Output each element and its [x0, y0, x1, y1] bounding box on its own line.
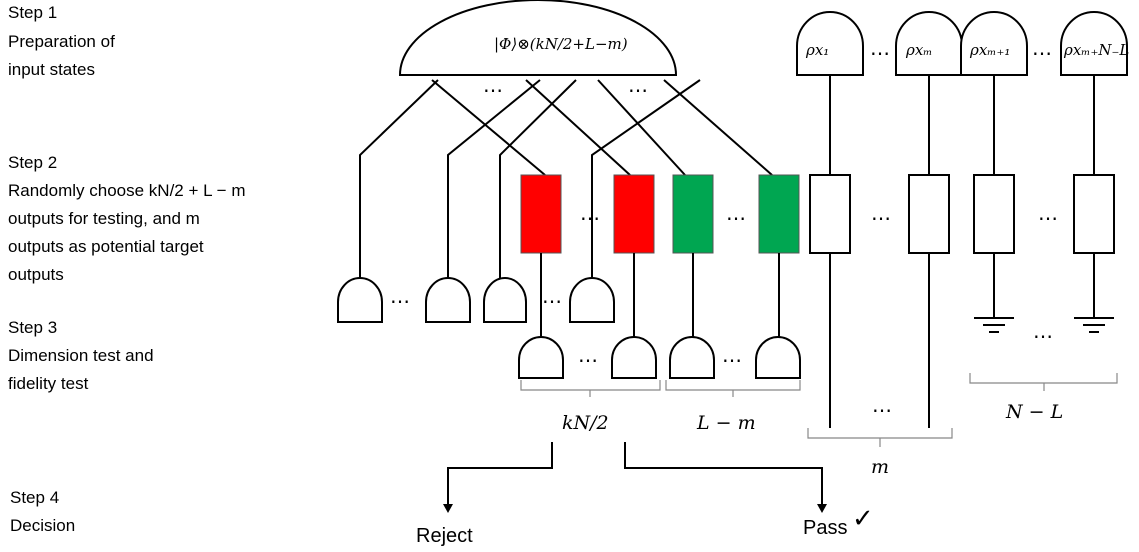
step-1-label: Step 1 Preparation of input states — [8, 3, 115, 79]
step-3-title: Step 3 — [8, 318, 57, 337]
ellipsis-test-right: … — [722, 343, 742, 367]
white-box-3 — [973, 174, 1015, 254]
pass-arrow — [624, 442, 827, 513]
ellipsis-source-right: … — [628, 73, 648, 97]
source-wires — [359, 79, 773, 280]
red-test-box-1 — [520, 174, 562, 254]
brace-label-nl: N − L — [1005, 401, 1063, 423]
rho-dome-3 — [960, 11, 1028, 76]
ellipsis-white-left: … — [871, 201, 891, 225]
brace-nl — [969, 373, 1118, 391]
ellipsis-discard-left: … — [390, 284, 410, 308]
brace-m — [807, 428, 953, 447]
rho-dome-4 — [1060, 11, 1128, 76]
ellipsis-source-left: … — [483, 73, 503, 97]
ellipsis-rho-right: … — [1032, 36, 1052, 60]
discard-meter-2 — [425, 277, 471, 323]
rho-dome-1 — [796, 11, 864, 76]
brace-lm — [665, 380, 801, 397]
rho-label-2: ρxₘ — [905, 41, 932, 59]
step-2-line-4: outputs — [8, 265, 64, 284]
ellipsis-discard-right: … — [542, 284, 562, 308]
rho-label-3: ρxₘ₊₁ — [969, 41, 1010, 59]
ellipsis-rho-left: … — [870, 36, 890, 60]
rho-label-1: ρx₁ — [805, 41, 829, 59]
source-label: |Φ⟩⊗(kN/2+L−m) — [494, 35, 628, 53]
step-2-line-1: Randomly choose kN/2 + L − m — [8, 181, 246, 200]
step-2-label: Step 2 Randomly choose kN/2 + L − m outp… — [8, 153, 246, 284]
white-box-1 — [809, 174, 851, 254]
discard-meter-4 — [569, 277, 615, 323]
white-box-2 — [908, 174, 950, 254]
source-dome — [398, 0, 678, 76]
rho-label-4: ρxₘ₊N₋L — [1063, 41, 1129, 59]
test-meter-1 — [518, 336, 564, 379]
test-meter-2 — [611, 336, 657, 379]
step-3-label: Step 3 Dimension test and fidelity test — [8, 318, 154, 393]
ground-symbol-1 — [974, 317, 1014, 333]
brace-label-kn2: kN/2 — [562, 412, 609, 434]
pass-label: Pass — [803, 517, 847, 539]
test-meter-3 — [669, 336, 715, 379]
step-2-line-2: outputs for testing, and m — [8, 209, 200, 228]
reject-arrow — [443, 442, 553, 513]
step-1-title: Step 1 — [8, 3, 57, 22]
step-1-line-2: input states — [8, 60, 95, 79]
red-test-box-2 — [613, 174, 655, 254]
ground-symbol-2 — [1074, 317, 1114, 333]
ellipsis-ground: … — [1033, 319, 1053, 343]
green-test-box-1 — [672, 174, 714, 254]
ellipsis-green-boxes: … — [726, 201, 746, 225]
check-mark: ✓ — [852, 503, 874, 533]
step-2-title: Step 2 — [8, 153, 57, 172]
ellipsis-red-boxes: … — [580, 201, 600, 225]
discard-meter-3 — [483, 277, 527, 323]
step-4-label: Step 4 Decision — [10, 488, 75, 535]
white-box-4 — [1073, 174, 1115, 254]
brace-label-m: m — [871, 456, 889, 478]
test-meter-4 — [755, 336, 801, 379]
reject-label: Reject — [416, 525, 473, 547]
ellipsis-test-left: … — [578, 343, 598, 367]
ellipsis-white-right: … — [1038, 201, 1058, 225]
brace-label-lm: L − m — [696, 412, 756, 434]
brace-kn2 — [520, 380, 661, 397]
step-4-title: Step 4 — [10, 488, 59, 507]
step-1-line-1: Preparation of — [8, 32, 115, 51]
ellipsis-target-outputs: … — [872, 393, 892, 417]
green-test-box-2 — [758, 174, 800, 254]
step-3-line-2: fidelity test — [8, 374, 89, 393]
step-4-line-1: Decision — [10, 516, 75, 535]
step-2-line-3: outputs as potential target — [8, 237, 204, 256]
step-3-line-1: Dimension test and — [8, 346, 154, 365]
discard-meter-1 — [337, 277, 383, 323]
